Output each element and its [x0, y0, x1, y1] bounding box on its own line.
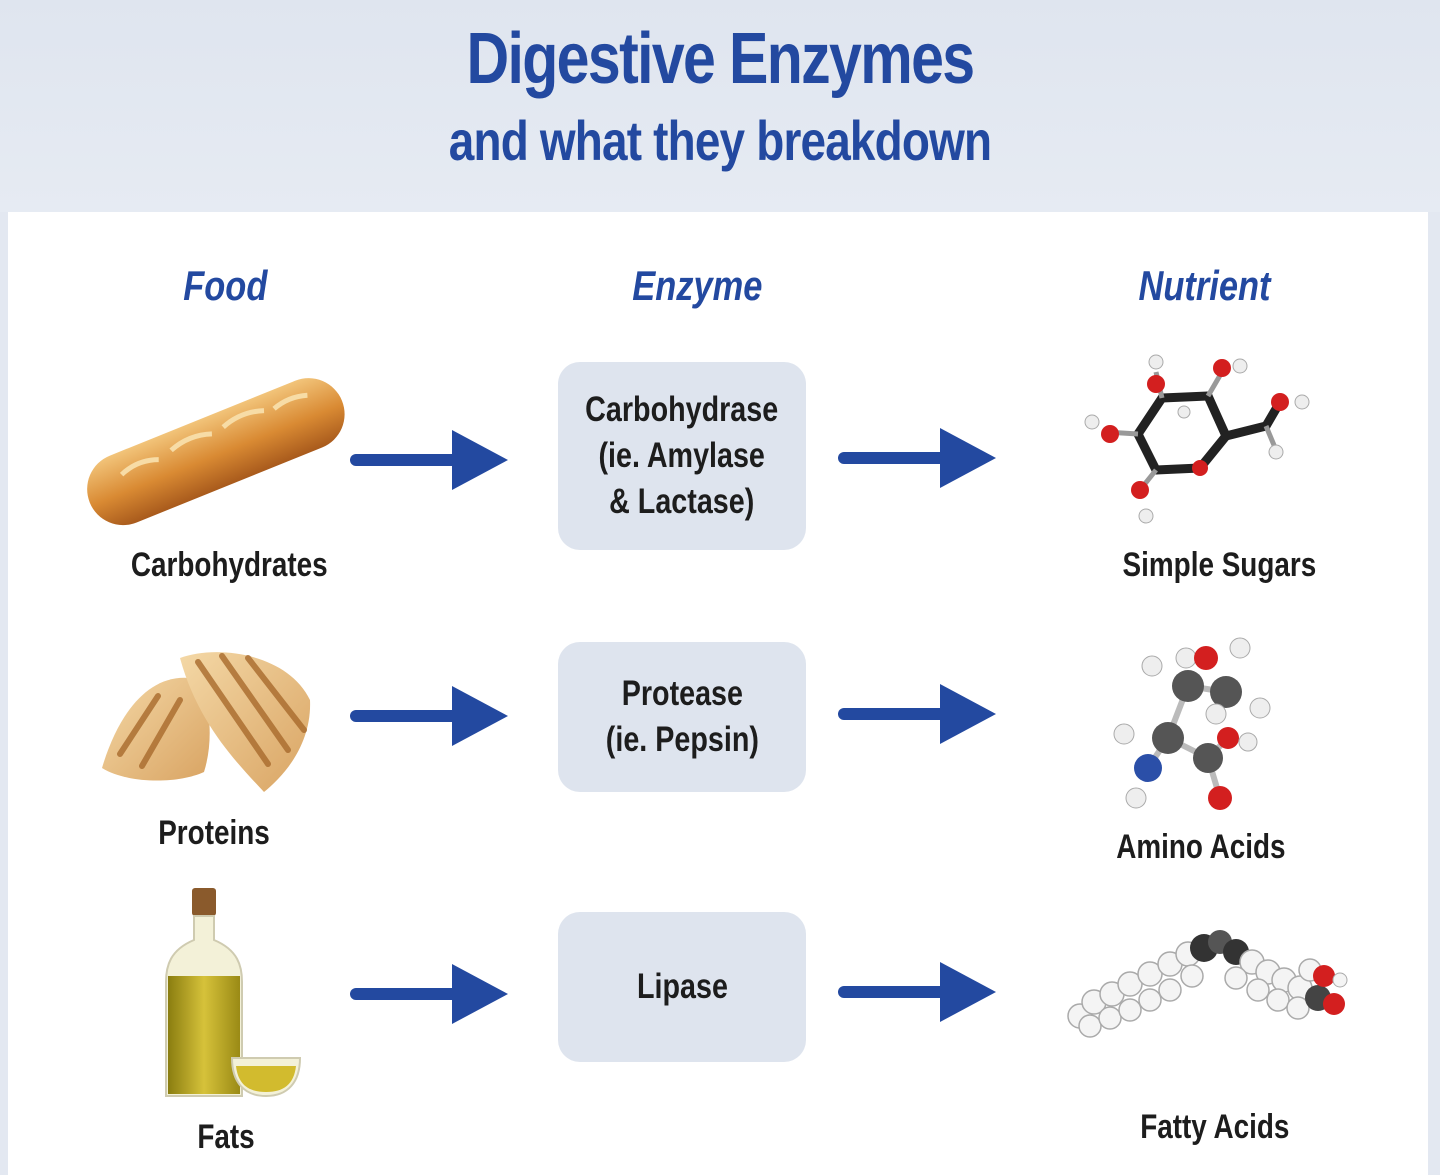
arrow-right-icon [838, 684, 996, 744]
glucose-molecule-icon [1084, 354, 1310, 524]
nutrient-label-simple-sugars: Simple Sugars [1122, 546, 1317, 584]
column-header-food: Food [183, 262, 268, 309]
enzyme-label-carbohydrase: Carbohydrase (ie. Amylase & Lactase) [585, 390, 779, 521]
column-header-enzyme: Enzyme [632, 262, 763, 309]
page-title: Digestive Enzymes [466, 19, 975, 99]
arrow-right-icon [350, 964, 508, 1024]
bread-image [87, 378, 345, 526]
enzyme-label-lipase: Lipase [636, 967, 728, 1006]
header-banner [0, 0, 1440, 212]
olive-oil-bottle-image [165, 888, 302, 1098]
arrow-right-icon [838, 428, 996, 488]
nutrient-label-fatty-acids: Fatty Acids [1140, 1108, 1290, 1146]
enzyme-box-protease: Protease (ie. Pepsin) [558, 642, 806, 792]
grilled-chicken-image [102, 652, 311, 792]
enzyme-box-lipase: Lipase [558, 912, 806, 1062]
fatty-acid-molecule-icon [1067, 930, 1348, 1038]
food-label-fats: Fats [197, 1118, 255, 1156]
enzyme-label-protease: Protease (ie. Pepsin) [605, 674, 759, 759]
nutrient-label-amino-acids: Amino Acids [1116, 828, 1286, 866]
food-label-carbohydrates: Carbohydrates [130, 546, 328, 584]
enzyme-box-carbohydrase: Carbohydrase (ie. Amylase & Lactase) [558, 362, 806, 550]
page-subtitle: and what they breakdown [448, 109, 992, 172]
food-label-proteins: Proteins [158, 814, 270, 852]
column-header-nutrient: Nutrient [1138, 262, 1271, 309]
arrow-right-icon [350, 686, 508, 746]
arrow-right-icon [838, 962, 996, 1022]
arrow-right-icon [350, 430, 508, 490]
amino-acid-molecule-icon [1113, 637, 1271, 810]
